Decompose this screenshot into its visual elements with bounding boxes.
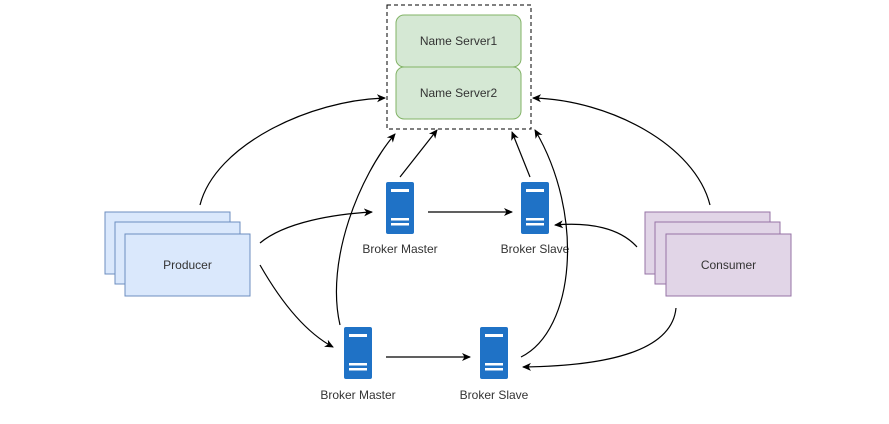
arrow-producer-to-master-bottom bbox=[259, 264, 334, 348]
producer-label: Producer bbox=[163, 258, 212, 272]
consumer-label: Consumer bbox=[701, 258, 756, 272]
server-icon bbox=[344, 327, 372, 379]
server-icon bbox=[386, 182, 414, 234]
arrow-master-top-to-nameserver bbox=[399, 129, 438, 178]
consumer-stack: Consumer bbox=[644, 211, 792, 297]
broker-master-bottom: Broker Master bbox=[320, 327, 396, 402]
arrow-producer-to-nameserver bbox=[199, 94, 386, 206]
consumer-box-front bbox=[665, 233, 792, 297]
broker-slave-bottom-label: Broker Slave bbox=[460, 388, 529, 402]
arrow-slave-bottom-to-nameserver bbox=[520, 129, 568, 358]
arrow-slave-top-to-nameserver bbox=[511, 131, 531, 178]
name-server-1-label: Name Server1 bbox=[420, 34, 498, 48]
name-server-group: Name Server1 Name Server2 bbox=[386, 4, 532, 130]
broker-slave-top-label: Broker Slave bbox=[501, 242, 570, 256]
connectors bbox=[199, 94, 711, 371]
name-server-2-label: Name Server2 bbox=[420, 86, 498, 100]
server-icon bbox=[480, 327, 508, 379]
producer-box-front bbox=[124, 233, 251, 297]
name-server-2-box bbox=[395, 66, 522, 120]
arrow-consumer-to-nameserver bbox=[532, 94, 711, 206]
broker-master-top: Broker Master bbox=[362, 182, 438, 256]
server-icon bbox=[521, 182, 549, 234]
arrow-consumer-to-slave-bottom bbox=[522, 307, 677, 371]
broker-master-top-label: Broker Master bbox=[362, 242, 437, 256]
broker-slave-bottom: Broker Slave bbox=[460, 327, 529, 402]
producer-stack: Producer bbox=[104, 211, 251, 297]
arrow-producer-to-master-top bbox=[259, 208, 373, 244]
broker-master-bottom-label: Broker Master bbox=[320, 388, 395, 402]
arrow-master-bottom-to-nameserver bbox=[335, 133, 396, 326]
arrow-consumer-to-slave-top bbox=[554, 220, 638, 248]
name-server-group-border bbox=[386, 4, 532, 130]
broker-slave-top: Broker Slave bbox=[501, 182, 570, 256]
name-server-1: Name Server1 bbox=[395, 14, 522, 68]
name-server-2: Name Server2 bbox=[395, 66, 522, 120]
